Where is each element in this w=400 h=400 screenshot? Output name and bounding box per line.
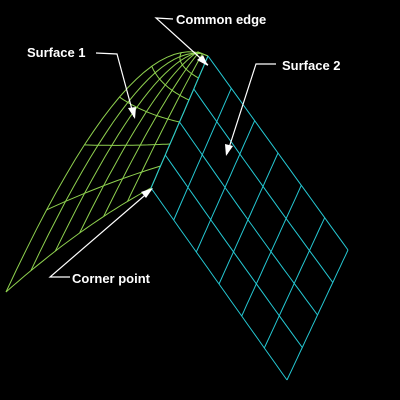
surface-2-label: Surface 2 [282,58,341,73]
annotation-leaders [48,17,276,278]
surface-1-leader [95,52,135,118]
surface-1-mesh [5,51,209,293]
surface-2-arrowhead [225,144,233,156]
surface-2-gridline [150,55,209,189]
surface-1-arrowhead [128,107,136,119]
common-edge-arrowhead [197,55,208,66]
common-edge-label: Common edge [176,12,267,27]
surface-1-gridline [54,51,200,252]
surface-1-gridline [103,51,200,217]
corner-point-arrowhead [141,188,153,198]
surface-2-gridline [173,88,232,221]
surface-1-gridline [5,51,209,293]
surface-1-gridline [79,51,199,234]
common-edge-leader [154,17,209,66]
surface-1-gridline [30,52,203,272]
surface-1-gridline [127,53,203,202]
surface-2-gridline [263,217,326,349]
surface-1-gridline [46,165,161,211]
surface-1-gridline [84,143,171,146]
surface-1-label: Surface 1 [27,45,86,60]
surface-2-gridline [241,185,302,317]
corner-point-leader [48,189,152,278]
corner-point-label: Corner point [72,271,150,286]
surface-1-gridline [119,96,180,123]
surface-2-gridline [218,152,279,285]
surface-2-leader [226,63,276,155]
surface-2-gridline [195,120,256,253]
surface-2-mesh [150,55,349,381]
surface-2-gridline [286,249,349,381]
